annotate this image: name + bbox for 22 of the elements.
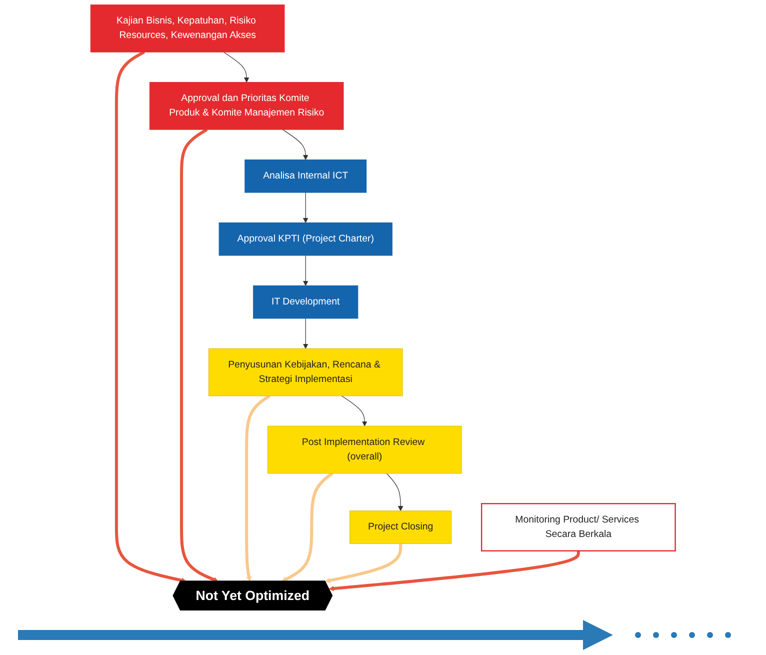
arrow: [302, 255, 308, 286]
node-box: Post Implementation Review (overall): [267, 426, 462, 474]
arrow: [302, 192, 308, 223]
arrow: [245, 394, 270, 582]
arrow: [282, 472, 334, 582]
arrow: [223, 52, 250, 83]
node-box: Approval dan Prioritas Komite Produk & Komite Manajemen Risiko: [149, 82, 344, 130]
node-box: IT Development: [253, 285, 358, 319]
node-box: Analisa Internal ICT: [244, 160, 367, 193]
node-box: Penyusunan Kebijakan, Rencana & Strategi Implementasi: [208, 348, 403, 396]
arrow: [282, 129, 308, 160]
node-box: Project Closing: [350, 510, 452, 544]
arrow: [341, 396, 368, 426]
node-box: Approval KPTI (Project Charter): [218, 222, 392, 256]
arrow: [302, 318, 308, 349]
arrow: [328, 550, 580, 592]
arrow: [114, 50, 186, 583]
node-box: Kajian Bisnis, Kepatuhan, Risiko Resources, Kewenangan Akses: [90, 4, 285, 52]
arrow: [325, 544, 402, 584]
node-box: Monitoring Product/ Services Secara Berkala: [480, 503, 676, 552]
arrow: [386, 473, 404, 512]
arrow: [180, 128, 218, 582]
